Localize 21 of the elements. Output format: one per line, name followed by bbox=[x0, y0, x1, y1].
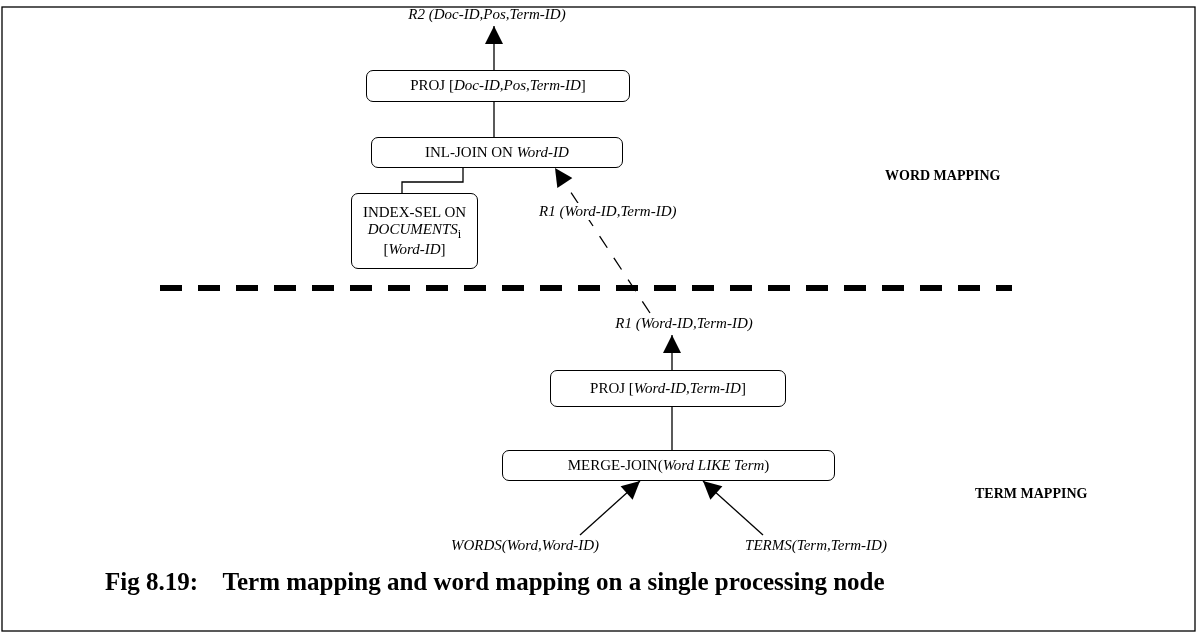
operator-box: PROJ [Doc-ID,Pos,Term-ID] bbox=[366, 70, 630, 102]
operator-box: INL-JOIN ON Word-ID bbox=[371, 137, 623, 168]
arrow bbox=[663, 334, 681, 371]
section-label: WORD MAPPING bbox=[885, 168, 1001, 184]
relation-text: R1 (Word-ID,Term-ID) bbox=[588, 313, 780, 335]
relation-text: TERMS(Term,Term-ID) bbox=[718, 535, 914, 557]
connector-line bbox=[493, 101, 495, 138]
connector-line bbox=[671, 406, 673, 451]
arrow bbox=[485, 25, 503, 71]
arrow bbox=[579, 480, 641, 536]
edge-label: R1 (Word-ID,Term-ID) bbox=[537, 203, 679, 220]
relation-text: WORDS(Word,Word-ID) bbox=[425, 535, 625, 557]
operator-box: PROJ [Word-ID,Term-ID] bbox=[550, 370, 786, 407]
operator-box: INDEX-SEL ON DOCUMENTS$_{i}$ [Word-ID] bbox=[351, 193, 478, 269]
operator-box: MERGE-JOIN(Word LIKE Term) bbox=[502, 450, 835, 481]
relation-text: R2 (Doc-ID,Pos,Term-ID) bbox=[380, 4, 594, 26]
arrow bbox=[702, 480, 764, 536]
section-label: TERM MAPPING bbox=[975, 486, 1088, 502]
arrow bbox=[554, 167, 651, 314]
connector-line bbox=[401, 167, 464, 194]
figure-caption: Fig 8.19: Term mapping and word mapping on a single processing node bbox=[105, 568, 885, 596]
